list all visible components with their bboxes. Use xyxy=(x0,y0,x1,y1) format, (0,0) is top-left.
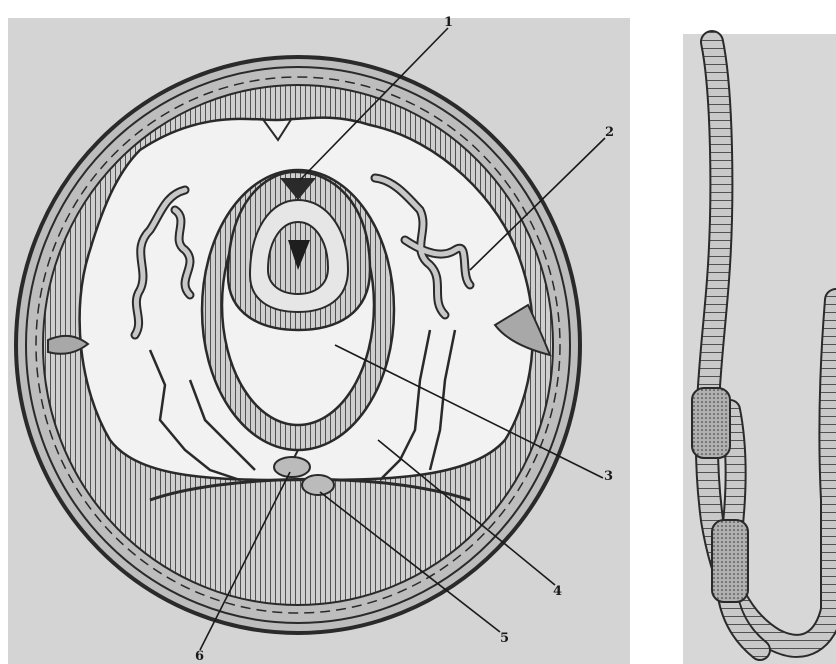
label-6: 6 xyxy=(195,650,204,663)
cross-section xyxy=(16,57,580,633)
label-2: 2 xyxy=(605,126,614,139)
clitellum-upper xyxy=(692,388,730,458)
nerve-cord xyxy=(274,457,310,477)
nerve-cord-2 xyxy=(302,475,334,495)
label-5: 5 xyxy=(500,632,509,645)
label-4: 4 xyxy=(553,585,562,598)
label-1: 1 xyxy=(444,16,453,29)
label-3: 3 xyxy=(604,470,613,483)
clitellum-lower xyxy=(712,520,748,602)
